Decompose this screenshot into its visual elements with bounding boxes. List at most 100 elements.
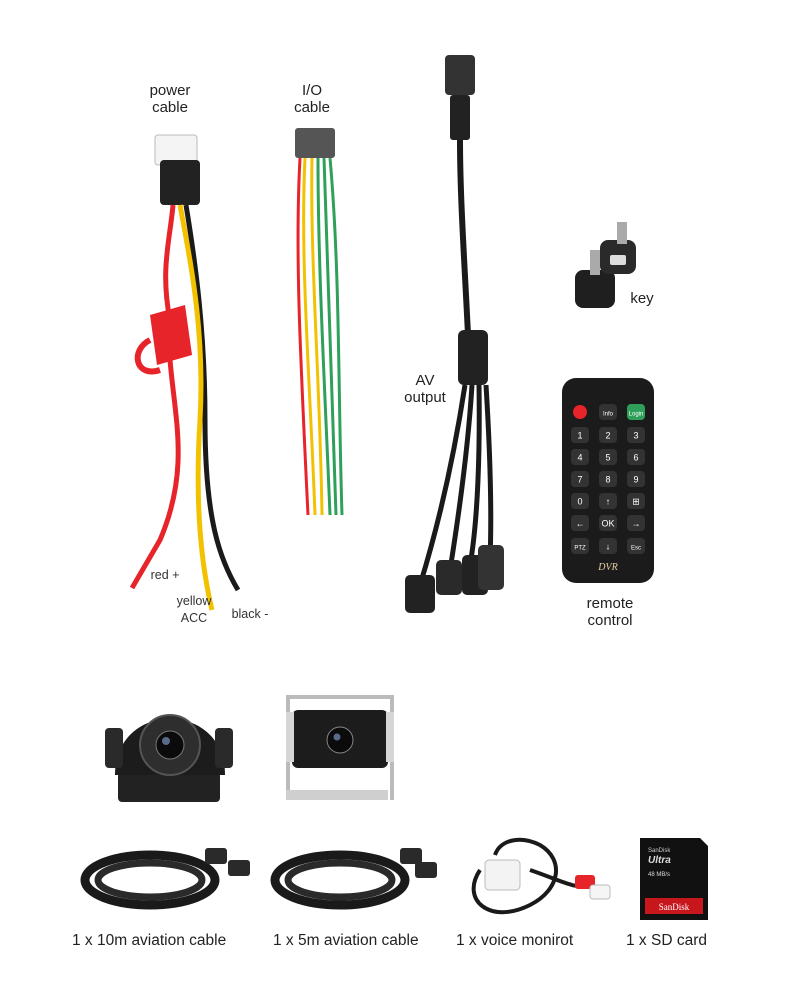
remote-button-label: 1 <box>577 431 582 441</box>
label-io-cable: I/O cable <box>272 82 352 116</box>
box-lens-reflection <box>333 733 341 741</box>
remote-button-label: Info <box>603 412 614 418</box>
power-wire-red-b <box>129 359 181 590</box>
remote-button-label: 2 <box>605 431 610 441</box>
mic-plug-white <box>589 884 611 900</box>
sd-card: SanDisk Ultra 48 MB/s SanDisk <box>640 838 708 920</box>
fuse-holder <box>150 305 192 365</box>
av-branch-2 <box>447 384 475 571</box>
remote-button <box>627 427 645 443</box>
remote-button <box>571 471 589 487</box>
keys <box>575 222 636 308</box>
coil-5m-inner <box>284 859 396 901</box>
label-power-cable-line2: cable <box>152 99 188 116</box>
remote-button-label: 4 <box>577 453 582 463</box>
remote-button <box>571 538 589 554</box>
coil-10m-connector-1 <box>205 848 227 864</box>
power-wire-yellow <box>177 204 215 611</box>
box-camera-foot <box>286 790 388 800</box>
box-camera <box>286 695 394 800</box>
caption-voice-monitor: 1 x voice monirot <box>456 932 574 949</box>
label-power-cable-line1: power <box>149 82 191 99</box>
label-io-cable-line2: cable <box>294 99 330 116</box>
remote-button <box>599 449 617 465</box>
remote-button <box>599 538 617 554</box>
remote-button <box>599 471 617 487</box>
caption-5m-cable: 1 x 5m aviation cable <box>273 932 419 949</box>
av-plug-2 <box>436 560 462 595</box>
io-wire-yellow-2 <box>310 157 324 516</box>
io-connector <box>295 128 335 158</box>
label-remote-control: remote control <box>565 595 655 629</box>
box-camera-side-left <box>286 712 294 762</box>
remote-button-label: OK <box>601 519 614 529</box>
remote-button-label: ⊞ <box>632 497 640 507</box>
coil-10m-inner <box>94 859 206 901</box>
key-blade-2 <box>617 222 627 244</box>
io-wire-green-3 <box>328 157 344 516</box>
label-remote-control-line1: remote <box>586 595 634 612</box>
power-wire-black <box>183 204 241 592</box>
remote-button <box>571 515 589 531</box>
av-output-cable <box>405 55 504 613</box>
remote-button-label: 5 <box>605 453 610 463</box>
io-wire-green-2 <box>322 157 338 516</box>
box-camera-side-right <box>386 712 394 762</box>
io-wire-green-1 <box>316 157 332 516</box>
coil-5m-outer <box>270 850 410 910</box>
box-camera-lens <box>326 726 354 754</box>
key-blade-1 <box>590 250 600 275</box>
caption-10m-cable: 1 x 10m aviation cable <box>72 932 227 949</box>
remote-button <box>599 515 617 531</box>
remote-button <box>599 427 617 443</box>
remote-button <box>571 449 589 465</box>
coil-10m-outer <box>80 850 220 910</box>
remote-button-label: 8 <box>605 475 610 485</box>
label-power-cable: power cable <box>130 82 210 116</box>
aviation-cable-10m <box>80 848 250 910</box>
coil-5m-connector-2 <box>415 862 437 878</box>
dome-camera-lens <box>155 730 185 760</box>
dome-camera-base <box>118 772 220 802</box>
power-cable <box>129 134 241 611</box>
remote-button-label: 3 <box>633 431 638 441</box>
label-remote-control-line2: control <box>587 612 633 629</box>
label-av-output-line1: AV <box>415 372 435 389</box>
remote-button <box>627 471 645 487</box>
power-wire-red-a <box>163 204 176 321</box>
dome-camera-bracket-right <box>215 728 233 768</box>
power-connector-boot <box>160 160 200 205</box>
sd-size-text: 48 MB/s <box>648 872 670 878</box>
remote-button <box>627 515 645 531</box>
dome-camera-bracket-left <box>105 728 123 768</box>
av-connector-boot <box>450 95 470 140</box>
remote-button-label: ↑ <box>606 497 611 507</box>
remote-button-label: 7 <box>577 475 582 485</box>
remote-button-label: Esc <box>631 546 641 552</box>
label-av-output: AV output <box>385 372 465 406</box>
label-black-wire: black - <box>231 607 269 621</box>
remote-button <box>627 493 645 509</box>
av-splitter <box>458 330 488 385</box>
remote-button <box>627 404 645 420</box>
remote-button <box>599 404 617 420</box>
sd-maker-text: SanDisk <box>648 848 671 854</box>
label-yellow-wire: yellow ACC <box>168 593 220 627</box>
label-av-output-line2: output <box>404 389 446 406</box>
av-connector-top <box>445 55 475 95</box>
remote-button-label: PTZ <box>574 546 586 552</box>
av-branch-4 <box>483 384 494 561</box>
remote-button <box>571 493 589 509</box>
sd-card-brand-strip <box>645 898 703 914</box>
remote-button-label: Login <box>629 412 644 418</box>
av-plug-1 <box>405 575 435 613</box>
mic-wire <box>471 837 558 915</box>
dome-camera <box>105 714 233 802</box>
key-tag <box>610 255 626 265</box>
sd-line-text: Ultra <box>648 855 671 866</box>
remote-power-button <box>573 405 587 419</box>
remote-button <box>599 493 617 509</box>
io-cable <box>295 128 344 516</box>
